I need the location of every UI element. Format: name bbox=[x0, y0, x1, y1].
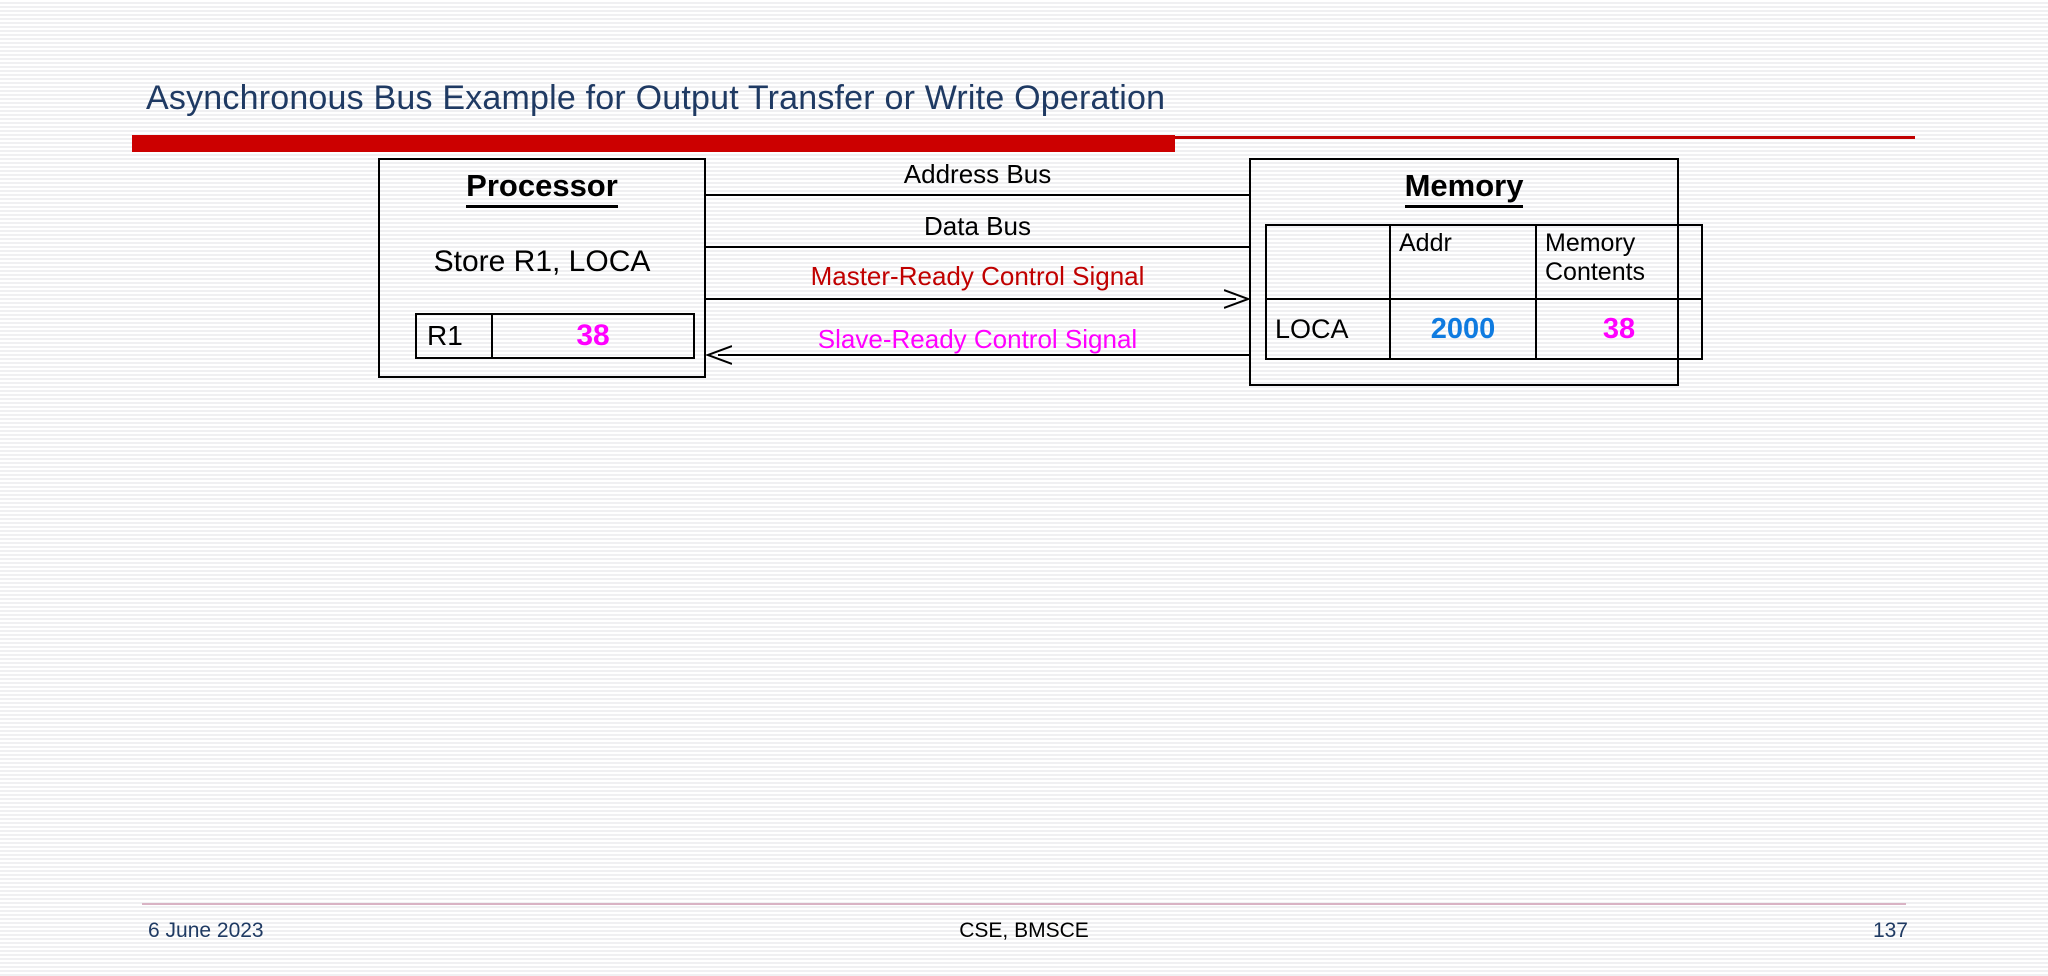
page-title: Asynchronous Bus Example for Output Tran… bbox=[146, 79, 1166, 117]
title-divider-thick bbox=[132, 135, 1175, 152]
data-bus-label: Data Bus bbox=[924, 211, 1031, 241]
register-name-cell: R1 bbox=[415, 313, 493, 359]
processor-title: Processor bbox=[378, 168, 706, 208]
memory-header-contents-line2: Contents bbox=[1545, 258, 1646, 286]
memory-row-contents: 38 bbox=[1535, 298, 1703, 360]
processor-title-text: Processor bbox=[466, 168, 618, 208]
data-bus-line bbox=[706, 246, 1249, 248]
footer-date: 6 June 2023 bbox=[148, 919, 264, 942]
memory-title: Memory bbox=[1249, 168, 1679, 208]
processor-instruction: Store R1, LOCA bbox=[433, 245, 651, 278]
address-bus-line bbox=[706, 194, 1249, 196]
memory-header-blank bbox=[1265, 224, 1391, 300]
memory-row-addr: 2000 bbox=[1389, 298, 1537, 360]
slave-ready-signal-line bbox=[718, 354, 1249, 356]
master-ready-signal-label: Master-Ready Control Signal bbox=[810, 261, 1145, 291]
register-table: R1 38 bbox=[415, 313, 695, 359]
master-ready-signal-line bbox=[706, 298, 1236, 300]
register-value-cell: 38 bbox=[491, 313, 695, 359]
footer-page-number: 137 bbox=[1872, 919, 1908, 942]
slave-ready-signal-label: Slave-Ready Control Signal bbox=[817, 324, 1138, 354]
footer-divider bbox=[142, 903, 1906, 905]
memory-header-addr: Addr bbox=[1389, 224, 1537, 300]
address-bus-label: Address Bus bbox=[903, 159, 1052, 189]
memory-title-text: Memory bbox=[1404, 168, 1524, 208]
memory-header-contents-line1: Memory bbox=[1545, 229, 1636, 257]
processor-box bbox=[378, 158, 706, 378]
table-row: R1 38 bbox=[415, 313, 695, 359]
table-row: LOCA 2000 38 bbox=[1265, 298, 1703, 360]
memory-row-label: LOCA bbox=[1265, 298, 1391, 360]
footer-organization: CSE, BMSCE bbox=[959, 919, 1089, 942]
